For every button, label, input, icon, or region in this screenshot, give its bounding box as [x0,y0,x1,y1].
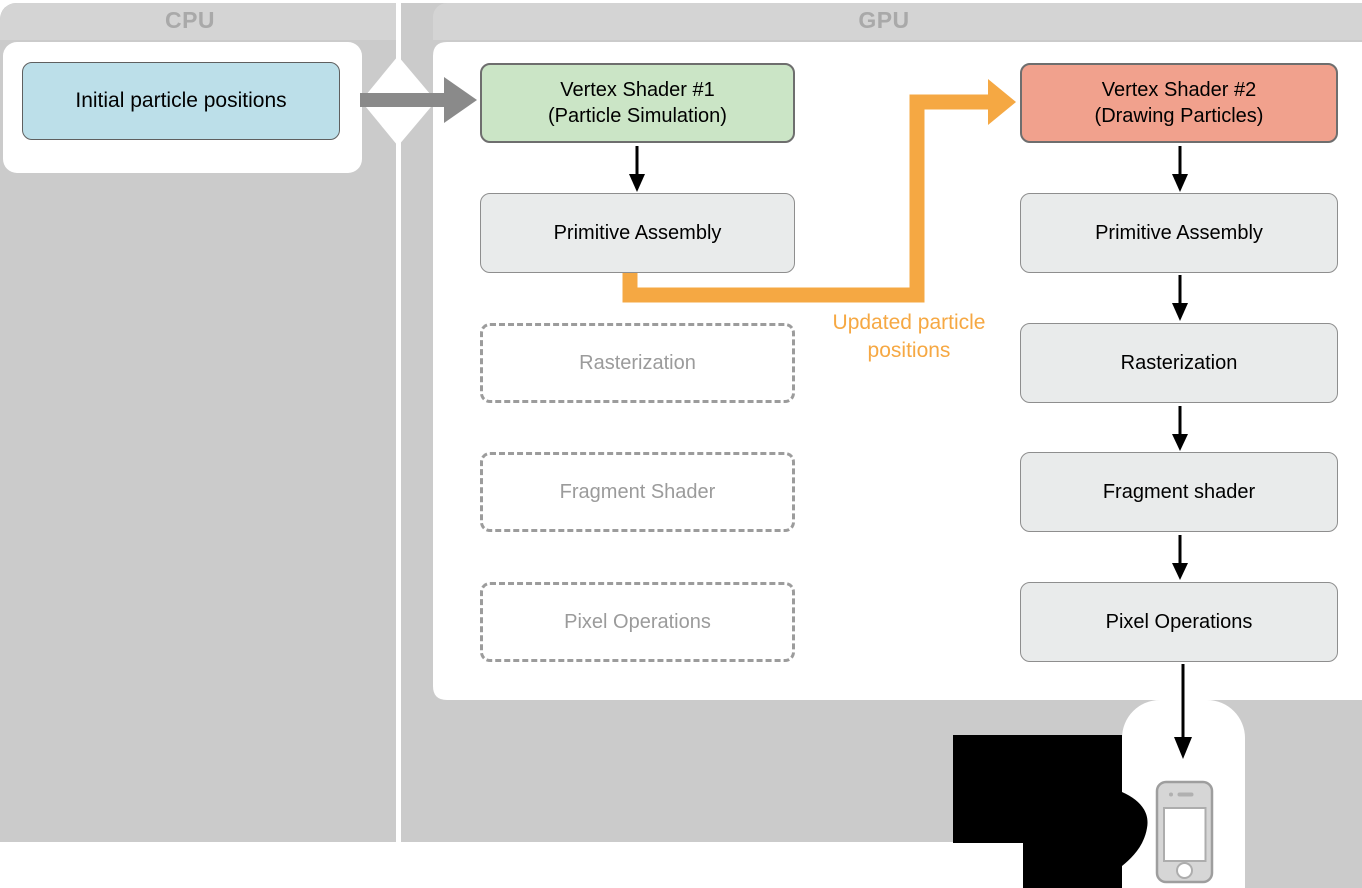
gpu-section-label: GPU [858,7,910,33]
flow-arrows [629,146,1192,759]
speaker-slit-icon [1177,792,1194,797]
node-label: Fragment shader [1102,481,1256,503]
camera-dot-icon [1169,792,1173,797]
node-rasterization-right: Rasterization [1020,323,1338,403]
node-primitive-assembly-right: Primitive Assembly [1020,193,1338,273]
section-divider [396,0,401,842]
node-initial-particle-positions: Initial particle positions [22,62,340,140]
node-label: Initial particle positions [75,89,287,112]
gpu-header-band [433,3,1362,40]
updated-positions-arrow [622,79,1016,303]
cpu-header-band [0,3,396,40]
node-label: Primitive Assembly [553,222,722,244]
node-label: Pixel Operations [564,611,711,633]
black-silhouette [953,735,1148,888]
updated-particle-positions-label: Updated particle positions [809,309,1009,365]
cpu-background [0,3,396,842]
cpu-to-gpu-arrow [360,77,477,123]
node-label: Vertex Shader #2 [1101,79,1257,101]
annotation-line: positions [867,339,951,362]
node-label: Vertex Shader #1 [560,79,715,101]
node-vertex-shader-1: Vertex Shader #1 (Particle Simulation) [480,63,795,143]
home-button-icon [1176,862,1193,879]
node-vertex-shader-2: Vertex Shader #2 (Drawing Particles) [1020,63,1338,143]
node-label: Pixel Operations [1105,611,1253,633]
node-primitive-assembly-left: Primitive Assembly [480,193,795,273]
notch-right-fillet [1207,700,1245,738]
node-label: Rasterization [1120,352,1238,374]
node-label: Fragment Shader [559,481,716,503]
node-label: Rasterization [579,352,696,374]
node-fragment-shader-left: Fragment Shader [480,452,795,532]
node-rasterization-left: Rasterization [480,323,795,403]
node-sublabel: (Particle Simulation) [548,105,727,127]
notch-left-fillet [1122,700,1160,738]
node-pixel-operations-right: Pixel Operations [1020,582,1338,662]
node-sublabel: (Drawing Particles) [1094,105,1264,127]
node-pixel-operations-left: Pixel Operations [480,582,795,662]
cpu-section-label: CPU [164,7,216,33]
node-fragment-shader-right: Fragment shader [1020,452,1338,532]
iphone-icon [1155,780,1214,884]
node-label: Primitive Assembly [1095,222,1263,244]
annotation-line: Updated particle [832,311,986,334]
